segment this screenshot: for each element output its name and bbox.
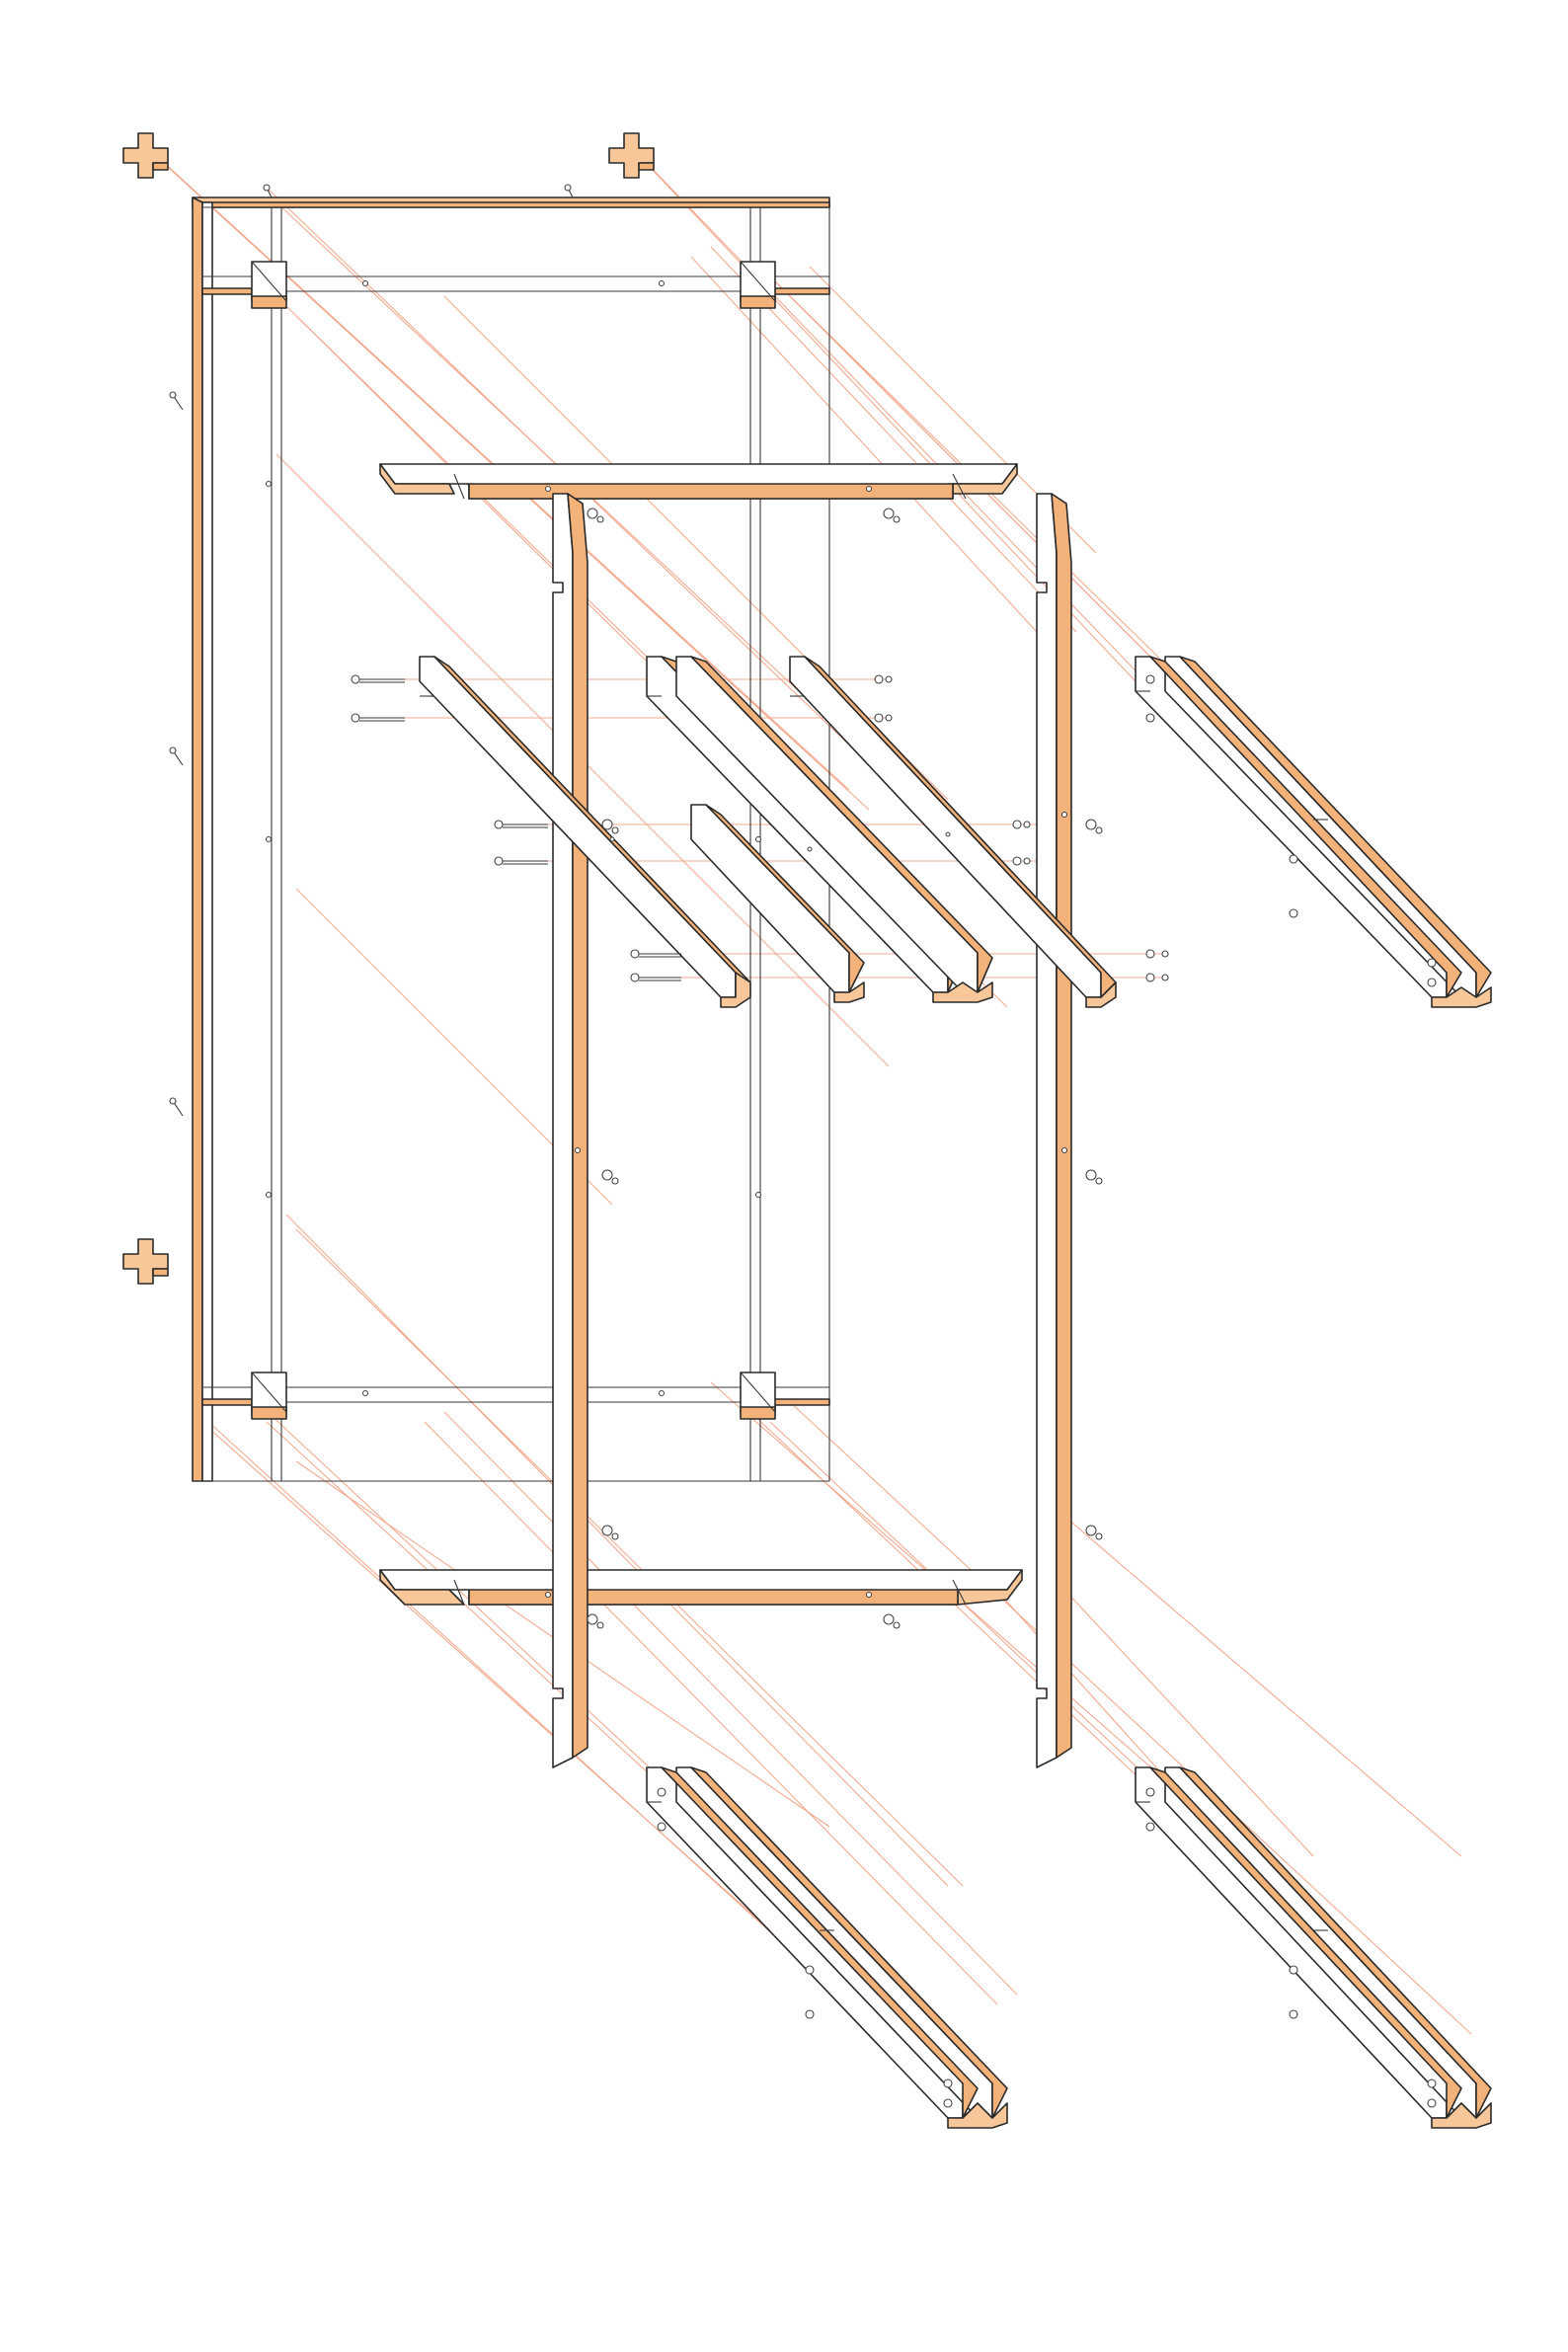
- bolt-icon: [351, 713, 405, 723]
- shelf-rail-d: [789, 656, 1117, 1008]
- washer-nut-icon: [805, 1965, 815, 2019]
- washer-nut-icon: [587, 1613, 604, 1629]
- bolt-icon: [351, 674, 405, 684]
- frame-pins: [169, 184, 574, 1117]
- shelf-rails: [419, 656, 1117, 1008]
- washer-nut-icon: [1145, 674, 1155, 723]
- guide-lines: [147, 147, 1472, 2099]
- washer-nut-icon: [1145, 1787, 1155, 1832]
- stacked-leg-rail-lower-right: [1135, 1766, 1492, 2129]
- bolt-icon: [630, 973, 681, 982]
- washer-nut-icon: [601, 1525, 619, 1540]
- leg-rails: [646, 656, 1492, 2129]
- washer-nut-icon: [601, 1169, 619, 1185]
- washer-nut-icon: [1145, 973, 1169, 982]
- bottom-crossbar: [379, 1569, 1023, 1606]
- washer-nut-icon: [1012, 820, 1031, 829]
- washer-nut-icon: [943, 2078, 953, 2108]
- washer-nut-icon: [883, 508, 901, 523]
- top-crossbar: [379, 463, 1018, 500]
- washer-nut-icon: [1085, 1525, 1103, 1540]
- stacked-leg-rail-upper-right: [1135, 656, 1492, 1008]
- washer-nut-icon: [1289, 1965, 1298, 2019]
- right-upright: [1036, 493, 1072, 1768]
- washer-nut-icon: [587, 508, 604, 523]
- pin-icon: [169, 746, 184, 766]
- corner-bracket-top-left: [251, 261, 287, 309]
- washer-nut-icon: [874, 713, 893, 723]
- corner-bracket-bottom-left: [251, 1372, 287, 1420]
- frame-corner-brackets: [251, 261, 776, 1420]
- shelf-rail-a: [419, 656, 751, 1008]
- stacked-leg-rail-lower-left: [646, 1766, 1008, 2129]
- cross-connector-2: [608, 132, 655, 179]
- cross-connector-3: [122, 1238, 169, 1285]
- shelf-rail-c: [646, 656, 993, 1003]
- left-upright: [552, 493, 588, 1768]
- back-frame-panel: [192, 196, 830, 1482]
- cross-connector-1: [122, 132, 169, 179]
- washers-and-nuts: [587, 508, 1437, 2108]
- washer-nut-icon: [1085, 1169, 1103, 1185]
- washer-nut-icon: [1012, 856, 1031, 866]
- bolt-icon: [630, 949, 681, 959]
- bolt-icon: [494, 856, 548, 866]
- corner-bracket-top-right: [740, 261, 776, 309]
- washer-nut-icon: [1427, 958, 1437, 987]
- washer-nut-icon: [601, 819, 619, 834]
- pin-icon: [564, 184, 574, 198]
- washer-nut-icon: [1427, 2078, 1437, 2108]
- corner-bracket-bottom-right: [740, 1372, 776, 1420]
- washer-nut-icon: [657, 1787, 666, 1832]
- bolts: [351, 674, 681, 982]
- pin-icon: [169, 391, 184, 411]
- washer-nut-icon: [1289, 854, 1298, 918]
- shelf-rail-b: [690, 804, 865, 1003]
- pin-icon: [263, 184, 273, 198]
- cross-connectors: [122, 132, 655, 1285]
- washer-nut-icon: [883, 1613, 901, 1629]
- bolt-icon: [494, 820, 548, 829]
- pin-icon: [169, 1097, 184, 1117]
- washer-nut-icon: [874, 674, 893, 684]
- washer-nut-icon: [1145, 949, 1169, 959]
- washer-nut-icon: [1085, 819, 1103, 834]
